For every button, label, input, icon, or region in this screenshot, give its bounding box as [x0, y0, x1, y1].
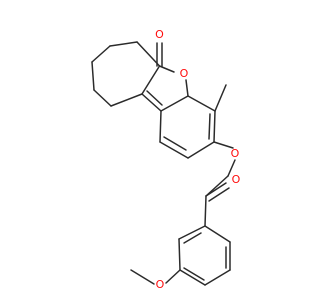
ketone-oxygen-label: O — [232, 173, 241, 186]
methoxy-oxygen-label: O — [156, 278, 165, 291]
structure-canvas: O O O O O — [91, 28, 241, 291]
ring-oxygen-label: O — [180, 67, 189, 80]
carbonyl-oxygen-label: O — [155, 28, 164, 41]
ether-oxygen-label: O — [231, 147, 240, 160]
atom-labels: O O O O O — [155, 28, 241, 291]
chemical-structure: O O O O O — [91, 28, 241, 291]
bond-lines — [91, 41, 236, 286]
